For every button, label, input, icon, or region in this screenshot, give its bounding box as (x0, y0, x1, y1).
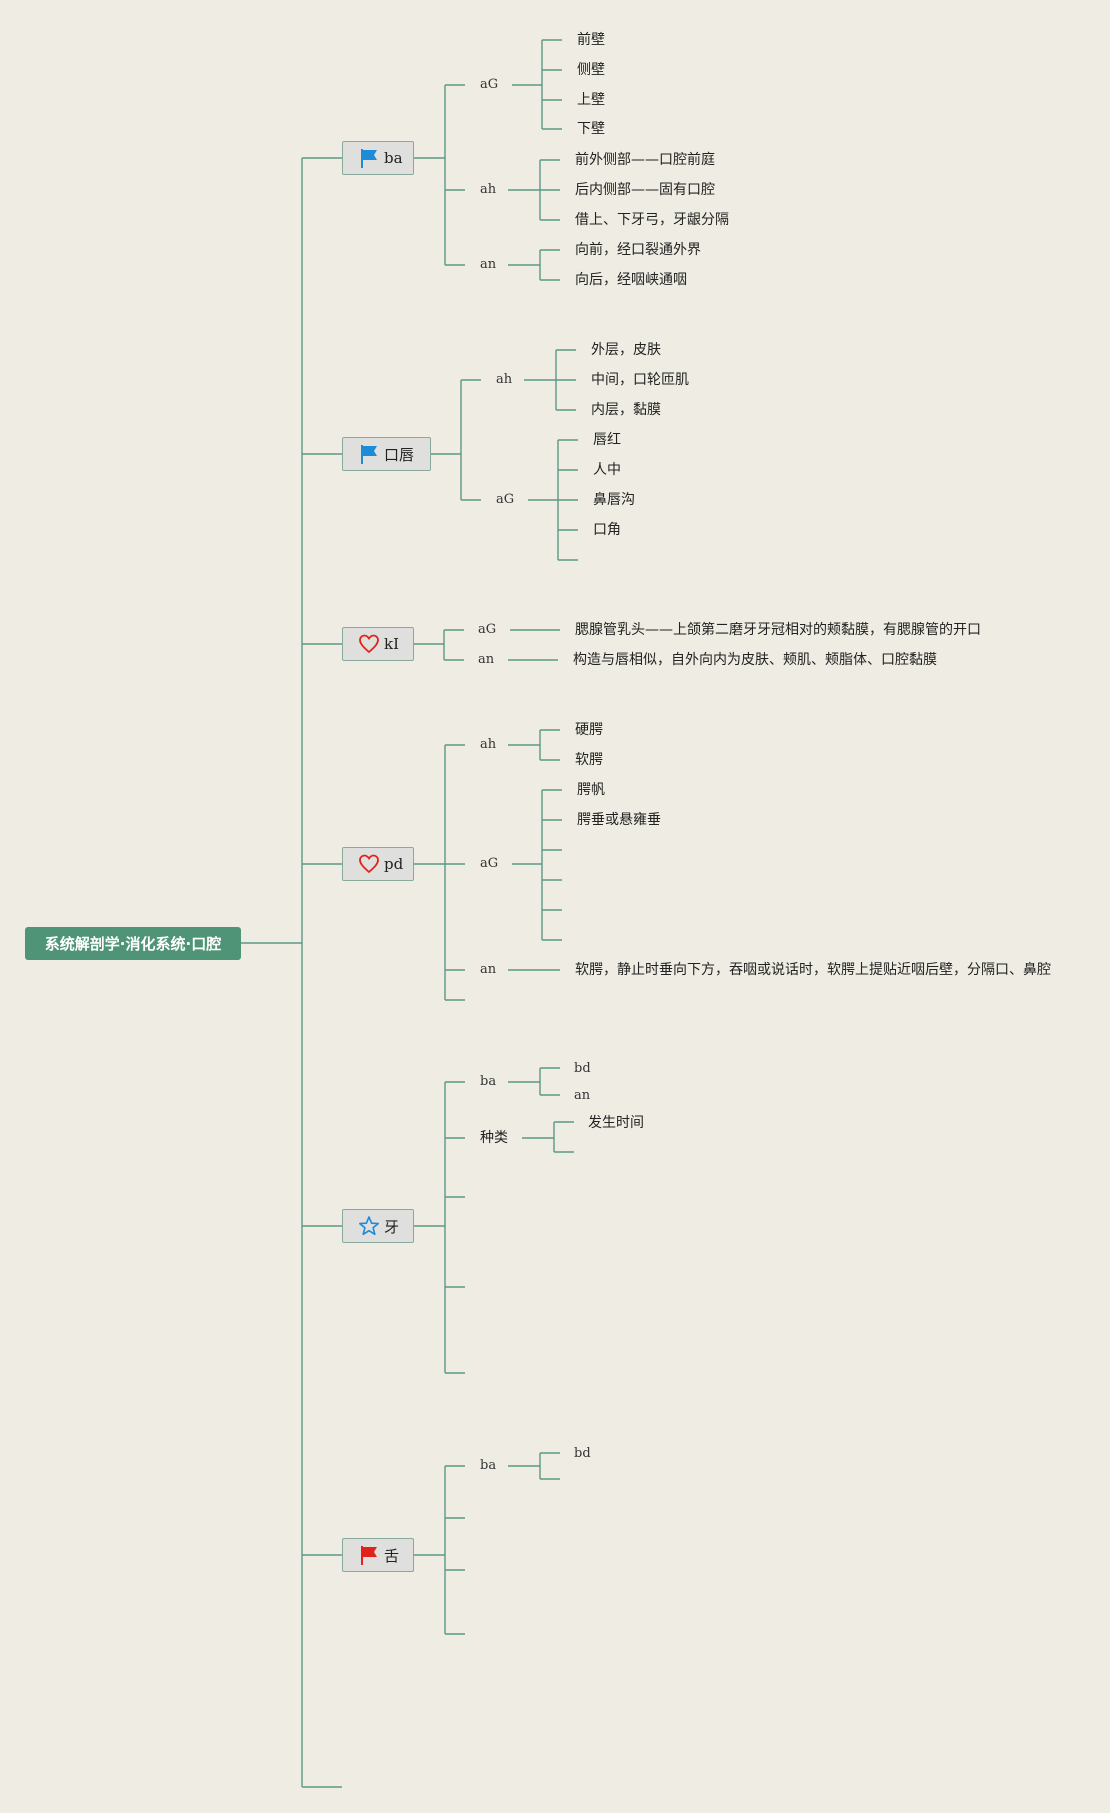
category-node-ba[interactable]: ba (342, 141, 414, 175)
branch-label: an (480, 962, 497, 977)
leaf-text: 向前，经口裂通外界 (575, 242, 701, 258)
leaf-text: 内层，黏膜 (591, 402, 661, 418)
leaf-text: 发生时间 (588, 1115, 644, 1131)
leaf-text: 软腭，静止时垂向下方，吞咽或说话时，软腭上提贴近咽后壁，分隔口、鼻腔 (575, 962, 1051, 978)
branch-label: aG (480, 77, 499, 92)
leaf-text: bd (574, 1446, 591, 1461)
blue-flag-icon (358, 147, 380, 169)
leaf-text: 前外侧部——口腔前庭 (575, 152, 715, 168)
leaf-text: 构造与唇相似，自外向内为皮肤、颊肌、颊脂体、口腔黏膜 (573, 652, 937, 668)
leaf-text: 软腭 (575, 752, 603, 768)
branch-label: aG (478, 622, 497, 637)
category-label: kI (384, 635, 400, 653)
leaf-text: 腮腺管乳头——上颌第二磨牙牙冠相对的颊黏膜，有腮腺管的开口 (575, 622, 981, 638)
branch-label: an (480, 257, 497, 272)
category-node-lip[interactable]: 口唇 (342, 437, 431, 471)
category-node-tongue[interactable]: 舌 (342, 1538, 414, 1572)
red-flag-icon (358, 1544, 380, 1566)
category-node-tooth[interactable]: 牙 (342, 1209, 414, 1243)
branch-label: an (478, 652, 495, 667)
star-icon (358, 1215, 380, 1237)
category-label: 牙 (384, 1217, 400, 1236)
leaf-text: 后内侧部——固有口腔 (575, 182, 715, 198)
category-label: ba (384, 149, 403, 167)
branch-label: aG (480, 856, 499, 871)
leaf-text: 中间，口轮匝肌 (591, 372, 689, 388)
blue-flag-icon (358, 443, 380, 465)
leaf-text: 腭垂或悬雍垂 (577, 812, 661, 828)
branch-label: 种类 (480, 1130, 508, 1146)
category-node-pd[interactable]: pd (342, 847, 414, 881)
branch-label: ah (496, 372, 513, 387)
category-label: pd (384, 855, 404, 873)
leaf-text: 口角 (593, 522, 621, 538)
leaf-text: 向后，经咽峡通咽 (575, 272, 687, 288)
leaf-text: 外层，皮肤 (591, 342, 661, 358)
root-node[interactable]: 系统解剖学·消化系统·口腔 (25, 927, 241, 960)
branch-label: ah (480, 737, 497, 752)
branch-label: ba (480, 1074, 497, 1089)
heart-icon (358, 633, 380, 655)
category-label: 口唇 (384, 445, 415, 464)
leaf-text: 鼻唇沟 (593, 492, 635, 508)
leaf-text: 唇红 (593, 432, 621, 448)
leaf-text: 侧壁 (577, 62, 605, 78)
branch-label: ah (480, 182, 497, 197)
leaf-text: 硬腭 (575, 722, 603, 738)
leaf-text: 下壁 (577, 121, 605, 137)
branch-label: ba (480, 1458, 497, 1473)
branch-label: aG (496, 492, 515, 507)
leaf-text: an (574, 1088, 591, 1103)
leaf-text: bd (574, 1061, 591, 1076)
heart-icon (358, 853, 380, 875)
leaf-text: 前壁 (577, 32, 605, 48)
category-label: 舌 (384, 1546, 400, 1565)
leaf-text: 借上、下牙弓，牙龈分隔 (575, 212, 729, 228)
leaf-text: 人中 (593, 462, 621, 478)
leaf-text: 腭帆 (577, 782, 605, 798)
leaf-text: 上壁 (577, 92, 605, 108)
category-node-ki[interactable]: kI (342, 627, 414, 661)
